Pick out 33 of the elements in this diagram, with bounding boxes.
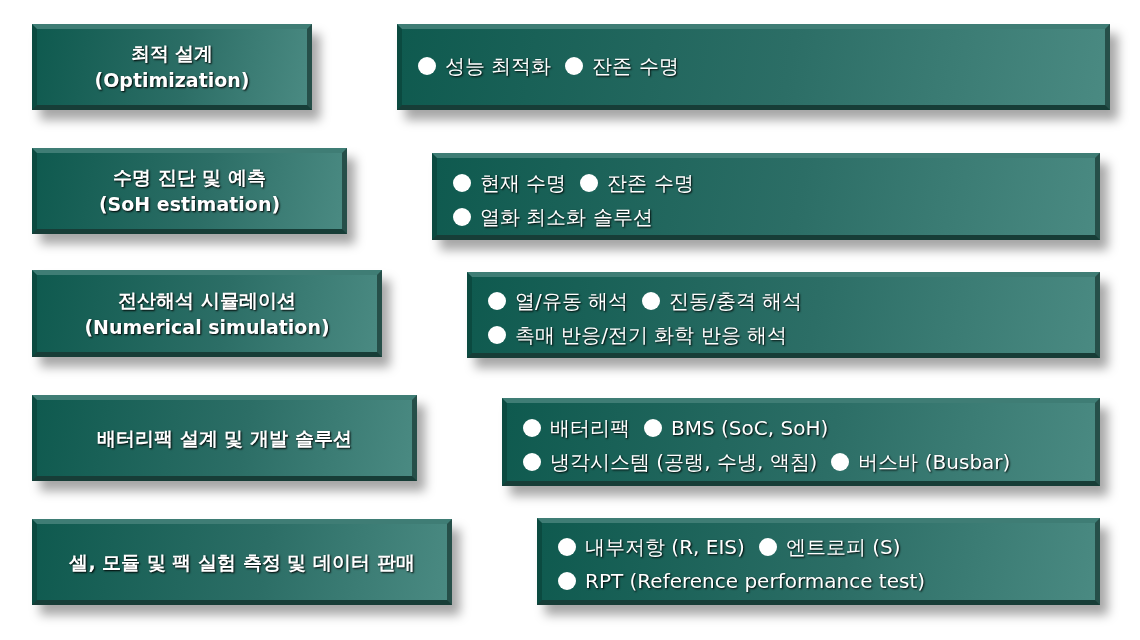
category-title: (Numerical simulation) <box>84 314 330 340</box>
category-box <box>32 270 382 357</box>
category-title: 수명 진단 및 예측 <box>113 165 266 190</box>
detail-box <box>502 398 1100 486</box>
category-box <box>32 148 347 234</box>
bullet-text: 버스바 (Busbar) <box>858 448 1011 476</box>
bullet-text: 열화 최소화 솔루션 <box>480 203 653 231</box>
bullet-text: BMS (SoC, SoH) <box>671 416 829 440</box>
category-box <box>32 24 312 110</box>
bullet-text: 배터리팩 <box>550 414 630 442</box>
bullet-text: 촉매 반응/전기 화학 반응 해석 <box>515 321 788 349</box>
bullet-text: 진동/충격 해석 <box>669 287 803 315</box>
bullet-text: RPT (Reference performance test) <box>585 569 926 593</box>
category-box <box>32 395 417 481</box>
bullet-text: 잔존 수명 <box>607 169 694 197</box>
bullet-text: 엔트로피 (S) <box>785 533 901 561</box>
category-title: 배터리팩 설계 및 개발 솔루션 <box>97 425 352 451</box>
bullet-text: 현재 수명 <box>480 169 567 197</box>
detail-box <box>467 272 1100 358</box>
category-title: 전산해석 시뮬레이션 <box>118 287 296 313</box>
category-title: (Optimization) <box>94 68 250 93</box>
detail-box <box>537 518 1100 605</box>
category-title: 셀, 모듈 및 팩 실험 측정 및 데이터 판매 <box>69 549 415 575</box>
bullet-text: 내부저항 (R, EIS) <box>585 533 745 561</box>
detail-box <box>397 24 1110 110</box>
detail-box <box>432 153 1100 240</box>
bullet-text: 성능 최적화 <box>445 52 552 80</box>
category-title: 최적 설계 <box>130 41 214 66</box>
category-box <box>32 519 452 605</box>
category-title: (SoH estimation) <box>98 192 281 217</box>
bullet-text: 냉각시스템 (공랭, 수냉, 액침) <box>550 448 818 476</box>
bullet-text: 잔존 수명 <box>592 52 679 80</box>
bullet-text: 열/유동 해석 <box>515 287 629 315</box>
